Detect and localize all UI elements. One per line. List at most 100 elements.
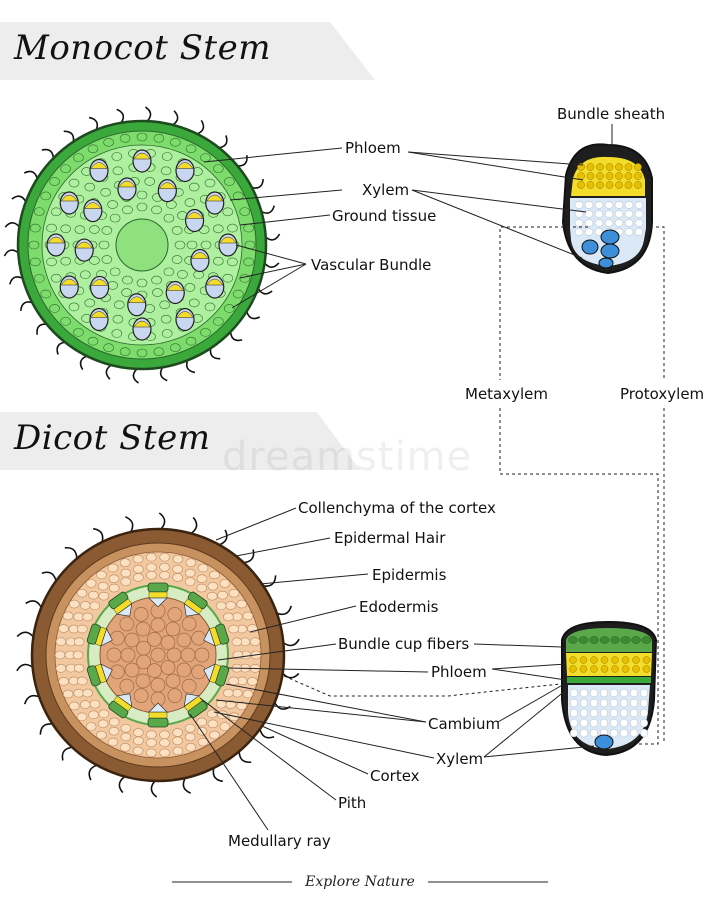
vascular-bundle (89, 275, 110, 300)
cortex-cell (217, 590, 228, 600)
pith-cell (135, 673, 151, 689)
ground-tissue-cell (100, 188, 111, 197)
dicot-title: Dicot Stem (14, 418, 211, 458)
cortex-cell (88, 590, 99, 600)
ground-tissue-cell (68, 302, 80, 312)
cortex-cell (89, 601, 101, 611)
cortex-cell (184, 723, 196, 733)
cortex-cell (159, 570, 170, 580)
vascular-bundle (175, 307, 195, 332)
vascular-bundle (127, 293, 147, 317)
label-protoxylem: Protoxylem (620, 385, 705, 403)
ground-tissue-cell (101, 226, 113, 235)
cortex-cell (146, 730, 157, 740)
vascular-bundle (165, 280, 185, 305)
cortex-cell (206, 591, 218, 601)
pith-cell (150, 617, 166, 633)
ground-tissue-cell (89, 225, 100, 234)
cortex-cell (231, 688, 243, 698)
cortex-cell (73, 688, 85, 698)
xylem-dotted-connectors (283, 226, 665, 745)
cortex-cell (96, 570, 107, 580)
cortex-cell (108, 574, 120, 584)
cortex-cell (242, 689, 254, 699)
cortex-cell (223, 612, 234, 622)
cortex-cell (215, 601, 227, 611)
ground-tissue-cell (30, 257, 41, 267)
ground-tissue-cell (49, 304, 60, 313)
ground-tissue-cell (136, 278, 148, 288)
label-collenchyma: Collenchyma of the cortex (298, 499, 496, 517)
vascular-bundle (89, 307, 109, 332)
dicot-bundle-detail (561, 620, 658, 757)
cortex-cell (55, 637, 67, 646)
cortex-cell (55, 664, 67, 673)
monocot-banner (0, 22, 375, 80)
ground-tissue-cell (50, 273, 62, 283)
cortex-cell (98, 709, 110, 719)
label-mono-xylem: Xylem (362, 181, 410, 199)
cortex-cell (79, 601, 91, 610)
ground-tissue-cell (188, 298, 200, 308)
ground-tissue-cell (227, 257, 238, 267)
cortex-cell (223, 688, 234, 698)
ground-tissue-cell (40, 191, 52, 201)
cortex-cell (133, 573, 144, 582)
ground-tissue-cell (212, 224, 224, 234)
ground-tissue-cell (103, 137, 114, 147)
cortex-cell (108, 726, 120, 736)
vascular-bundle (184, 208, 205, 233)
cortex-cell (209, 570, 220, 580)
pith-cell (166, 647, 182, 663)
cortex-cell (107, 563, 119, 573)
monocot-cross-section (16, 119, 268, 371)
cortex-cell (73, 663, 85, 673)
cortex-cell (62, 689, 74, 699)
pith-cell (135, 621, 151, 637)
label-bundle-sheath: Bundle sheath (557, 105, 666, 123)
vascular-bundle (147, 582, 169, 608)
vascular-bundle (147, 702, 169, 728)
ground-tissue-cell (74, 225, 86, 234)
ground-tissue-cell (144, 177, 156, 186)
label-dicot-phloem: Phloem (431, 663, 487, 681)
vascular-bundle (203, 663, 230, 687)
pith-cell (119, 678, 135, 694)
cortex-cell (68, 701, 80, 711)
ground-tissue-cell (109, 213, 121, 223)
vascular-bundle (89, 158, 109, 183)
ground-tissue-cell (103, 343, 114, 353)
ground-tissue-cell (163, 213, 175, 223)
ground-tissue-cell (40, 289, 52, 299)
ground-tissue-cell (33, 207, 45, 216)
cortex-cell (172, 736, 183, 746)
ground-tissue-cell (84, 182, 96, 192)
cortex-cell (146, 570, 157, 580)
cortex-cell (172, 746, 184, 756)
cortex-cell (219, 579, 231, 588)
ground-tissue-cell (224, 304, 235, 313)
vascular-bundle (117, 177, 137, 201)
label-endodermis: Edodermis (359, 598, 439, 616)
ground-tissue-cell (28, 240, 40, 250)
cortex-cell (207, 719, 219, 729)
ground-tissue-cell (60, 256, 72, 266)
ground-tissue-cell (232, 191, 244, 201)
cortex-cell (120, 732, 132, 742)
cortex-cell (159, 562, 170, 572)
vascular-bundle (108, 591, 133, 617)
cortex-cell (146, 552, 157, 562)
vascular-bundle (74, 238, 94, 262)
label-dicot-xylem: Xylem (436, 750, 484, 768)
ground-tissue-cell (212, 256, 224, 266)
cortex-cell (146, 562, 157, 572)
ground-tissue-cell (170, 343, 181, 353)
cortex-cell (132, 554, 144, 564)
cortex-cell (120, 568, 132, 578)
cortex-cell (209, 730, 220, 740)
cortex-cell (159, 730, 170, 740)
cortex-cell (231, 637, 243, 647)
cortex-cell (146, 738, 157, 748)
cortex-cell (76, 588, 88, 598)
ground-tissue-cell (60, 164, 71, 173)
